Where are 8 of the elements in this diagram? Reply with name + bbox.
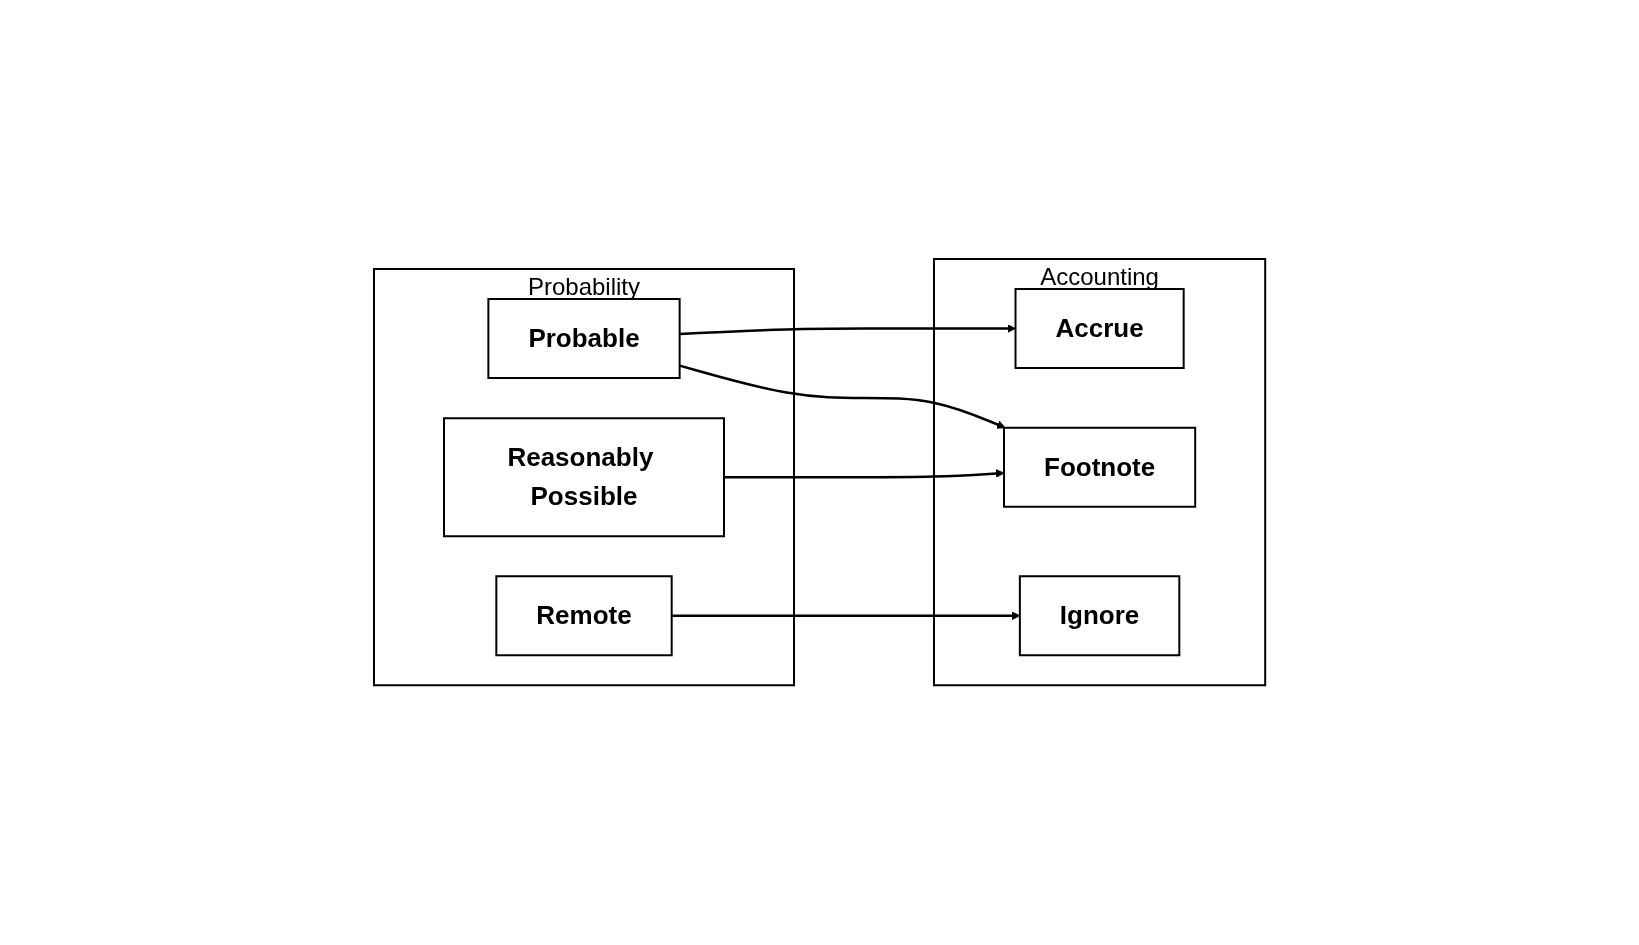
arrow bbox=[679, 364, 1006, 430]
node-box: Accrue bbox=[1014, 288, 1185, 370]
node-box: Remote bbox=[495, 575, 673, 657]
arrow bbox=[679, 324, 1016, 336]
node-box: Footnote bbox=[1002, 427, 1197, 509]
node-box: Probable bbox=[487, 298, 681, 380]
node-box: Ignore bbox=[1018, 575, 1181, 657]
node-box: Reasonably Possible bbox=[442, 417, 725, 538]
